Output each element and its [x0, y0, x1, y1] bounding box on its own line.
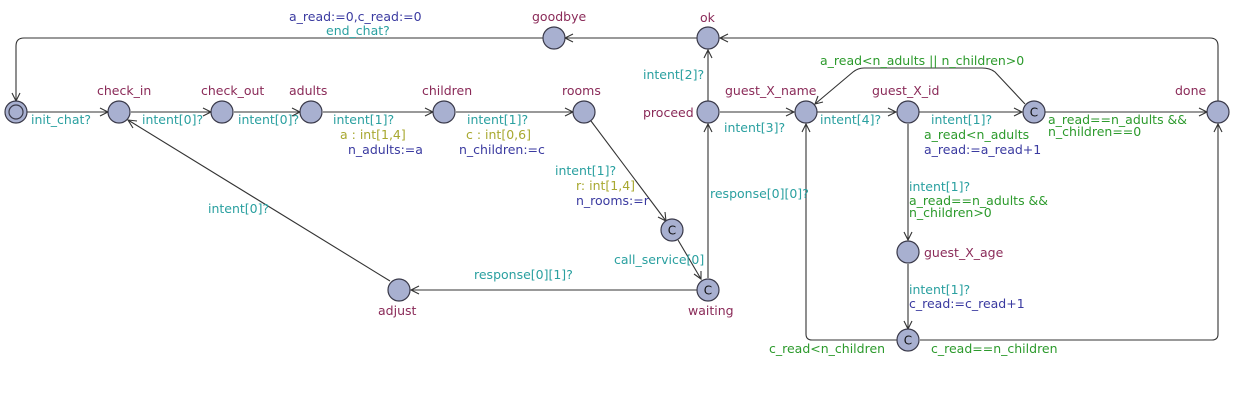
committed-marker-waiting: C: [704, 284, 712, 298]
location-check-out[interactable]: [210, 100, 234, 124]
location-ok[interactable]: [696, 26, 720, 50]
location-committed-2[interactable]: [1022, 100, 1046, 124]
locations: C C C C: [4, 26, 1230, 352]
edge-c1-waiting: [677, 239, 702, 280]
initial-marker-icon: [8, 104, 24, 120]
label-age-sync: intent[1]?: [909, 282, 970, 297]
label-age-update: c_read:=c_read+1: [909, 296, 1025, 311]
label-name-id: intent[4]?: [820, 112, 881, 127]
arrowhead-name: [785, 107, 796, 117]
label-id-c-update: a_read:=a_read+1: [924, 142, 1041, 157]
label-c-done-guard-2: n_children==0: [1048, 124, 1141, 139]
label-id-c-sync: intent[1]?: [931, 112, 992, 127]
committed-marker-c1: C: [668, 224, 676, 238]
committed-marker-c2: C: [1030, 106, 1038, 120]
label-id-age-guard-2: n_children>0: [909, 205, 992, 220]
name-done: done: [1175, 83, 1207, 98]
location-goodbye[interactable]: [542, 26, 566, 50]
location-committed-1[interactable]: [660, 218, 684, 242]
label-c-read-less: c_read<n_children: [769, 341, 885, 356]
location-names: check_in check_out adults children rooms…: [97, 9, 1207, 318]
label-rooms-sync: intent[1]?: [555, 163, 616, 178]
name-check-in: check_in: [97, 83, 151, 98]
label-children-select: c : int[0,6]: [466, 127, 531, 142]
location-guest-x-name[interactable]: [794, 100, 818, 124]
name-guest-x-id: guest_X_id: [872, 83, 939, 98]
name-guest-x-age: guest_X_age: [924, 245, 1004, 260]
arrowhead-adjust: [409, 285, 420, 295]
arrowhead-ok-from-done: [718, 33, 729, 43]
label-checkin-checkout-sync: intent[0]?: [142, 112, 203, 127]
name-adjust: adjust: [378, 303, 417, 318]
name-adults: adults: [289, 83, 327, 98]
label-c-name-guard: a_read<n_adults || n_children>0: [820, 53, 1024, 68]
label-call-service: call_service[0]: [614, 252, 704, 267]
arrowhead-checkin-from-adjust: [126, 119, 138, 129]
name-rooms: rooms: [562, 83, 601, 98]
arrowhead-waiting: [693, 271, 702, 281]
label-goodbye-update: a_read:=0,c_read:=0: [289, 9, 422, 24]
label-proceed-ok: intent[2]?: [643, 67, 704, 82]
location-adults[interactable]: [299, 100, 323, 124]
edge-goodbye-init: [15, 37, 543, 101]
location-check-in[interactable]: [107, 100, 131, 124]
label-rooms-select: r: int[1,4]: [576, 178, 635, 193]
name-guest-x-name: guest_X_name: [725, 83, 817, 98]
label-response-0-0: response[0][0]?: [710, 186, 809, 201]
edge-adjust-checkin: [127, 119, 391, 282]
location-adjust[interactable]: [387, 278, 411, 302]
location-committed-3[interactable]: [896, 328, 920, 352]
edge-c3-name: [805, 124, 897, 341]
location-init[interactable]: [4, 100, 28, 124]
arrowhead-name-from-c3: [801, 122, 811, 133]
edges: [11, 33, 1223, 341]
name-proceed: proceed: [643, 105, 694, 120]
label-id-age-sync: intent[1]?: [909, 179, 970, 194]
committed-marker-c3: C: [904, 334, 912, 348]
edge-rooms-c1: [590, 120, 667, 222]
arrowhead-c2: [1013, 107, 1024, 117]
edge-c2-name: [814, 67, 1026, 105]
label-children-sync: intent[1]?: [467, 112, 528, 127]
label-checkout-adults-sync: intent[0]?: [238, 112, 299, 127]
label-init-chat: init_chat?: [31, 112, 91, 127]
edge-c3-done: [920, 124, 1219, 341]
arrowhead-name-from-c2: [814, 95, 824, 105]
edge-labels: a_read:=0,c_read:=0 n_adults:=a n_childr…: [31, 9, 1187, 356]
arrowhead-ok: [703, 48, 713, 59]
label-response-0-1: response[0][1]?: [474, 267, 573, 282]
name-goodbye: goodbye: [532, 9, 586, 24]
location-children[interactable]: [432, 100, 456, 124]
name-ok: ok: [700, 10, 716, 25]
location-guest-x-id[interactable]: [896, 100, 920, 124]
label-c-done-guard-1: a_read==n_adults &&: [1048, 112, 1187, 127]
label-adjust-sync: intent[0]?: [208, 201, 269, 216]
name-waiting: waiting: [688, 303, 734, 318]
label-id-age-guard-1: a_read==n_adults &&: [909, 193, 1048, 208]
label-rooms-update: n_rooms:=r: [576, 193, 650, 208]
name-children: children: [422, 83, 472, 98]
label-adults-sync: intent[1]?: [333, 112, 394, 127]
location-done[interactable]: [1206, 100, 1230, 124]
label-id-c-guard: a_read<n_adults: [924, 127, 1029, 142]
location-rooms[interactable]: [572, 100, 596, 124]
name-check-out: check_out: [201, 83, 264, 98]
arrowhead-done-from-c3: [1213, 122, 1223, 133]
location-proceed[interactable]: [696, 100, 720, 124]
arrowhead-id: [887, 107, 898, 117]
location-waiting[interactable]: [696, 278, 720, 302]
label-end-chat: end_chat?: [326, 23, 390, 38]
arrowhead-age: [903, 231, 913, 242]
edge-done-ok: [720, 37, 1219, 101]
label-children-update: n_children:=c: [459, 142, 545, 157]
label-adults-select: a : int[1,4]: [340, 127, 406, 142]
arrowhead-proceed: [703, 122, 713, 133]
location-guest-x-age[interactable]: [896, 240, 920, 264]
label-adults-update: n_adults:=a: [348, 142, 423, 157]
label-proceed-name: intent[3]?: [724, 120, 785, 135]
label-c-read-eq: c_read==n_children: [931, 341, 1058, 356]
